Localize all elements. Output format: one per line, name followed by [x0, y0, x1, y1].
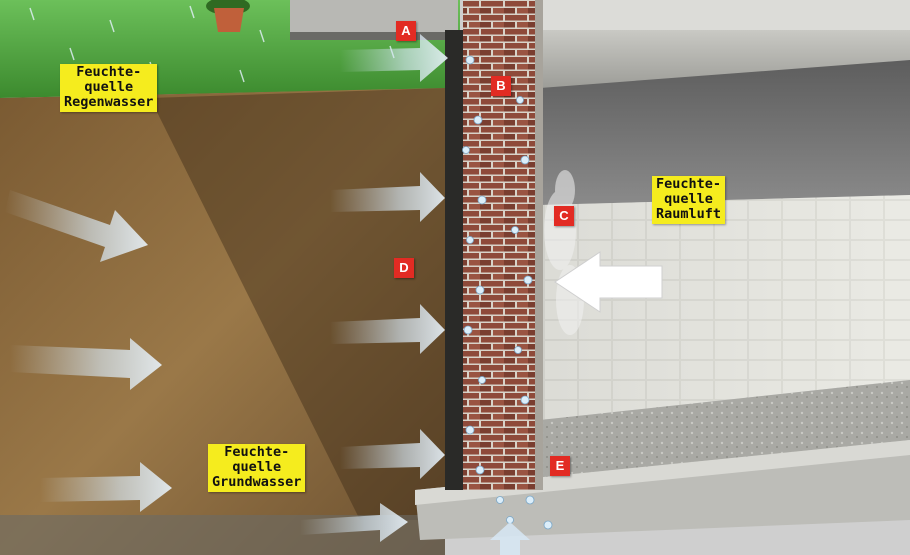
ceiling-slab [540, 30, 910, 88]
sealing-layer [445, 30, 465, 490]
facade [290, 0, 458, 32]
marker-a: A [396, 21, 416, 41]
flower-pot [206, 0, 250, 32]
brick-wall [463, 0, 541, 490]
marker-d: D [394, 258, 414, 278]
floor-slab [540, 380, 910, 490]
marker-c: C [554, 206, 574, 226]
label-ground-water: Feuchte- quelle Grundwasser [208, 444, 306, 492]
label-room-air: Feuchte- quelle Raumluft [652, 176, 726, 224]
moisture-arrows [5, 34, 663, 555]
label-rain-water: Feuchte- quelle Regenwasser [60, 64, 158, 112]
marker-b: B [491, 76, 511, 96]
marker-e: E [550, 456, 570, 476]
